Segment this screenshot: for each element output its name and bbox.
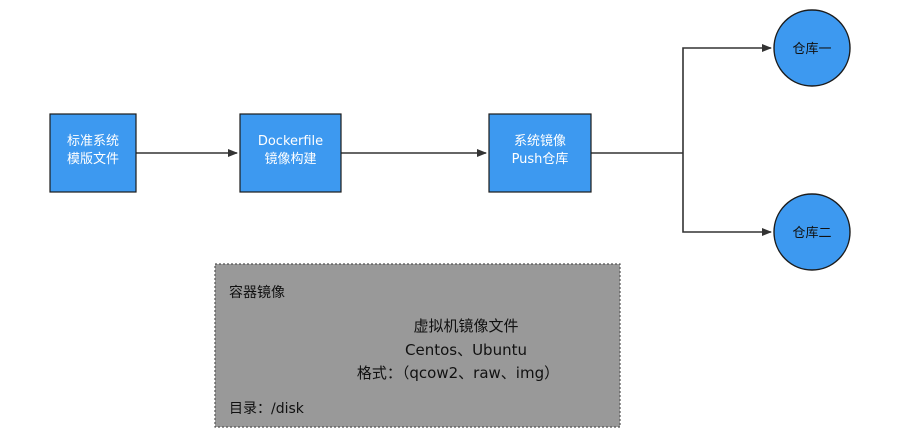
node-repository-2: 仓库二 <box>773 193 851 271</box>
node-standard-template-line1: 标准系统 <box>67 134 119 149</box>
node-standard-template-line2: 模版文件 <box>67 152 119 167</box>
node-repository-1-circle <box>773 9 851 87</box>
node-system-image-push-box <box>488 113 592 193</box>
arrow-split-to-repo1 <box>682 44 772 153</box>
node-system-image-push-line2: Push仓库 <box>512 151 569 167</box>
node-dockerfile-build-line1: Dockerfile <box>258 134 323 149</box>
node-repository-2-label: 仓库二 <box>792 225 831 241</box>
node-repository-1: 仓库一 <box>773 9 851 87</box>
node-standard-template: 标准系统 模版文件 <box>49 113 137 193</box>
panel-line-formats: 格式：（qcow2、raw、img） <box>357 364 559 382</box>
node-repository-2-circle <box>773 193 851 271</box>
node-dockerfile-build: Dockerfile 镜像构建 <box>239 113 342 193</box>
panel-line-os-list: Centos、Ubuntu <box>405 341 527 359</box>
node-system-image-push-line1: 系统镜像 <box>514 134 566 149</box>
container-image-panel-box <box>214 263 621 428</box>
node-repository-1-label: 仓库一 <box>792 41 831 57</box>
arrow-split-to-repo2 <box>682 153 772 236</box>
node-dockerfile-build-line2: 镜像构建 <box>264 152 316 167</box>
panel-footer-directory: 目录：/disk <box>229 401 305 417</box>
node-system-image-push: 系统镜像 Push仓库 <box>488 113 592 193</box>
node-standard-template-box <box>49 113 137 193</box>
panel-title: 容器镜像 <box>229 284 285 301</box>
container-image-panel: 容器镜像 虚拟机镜像文件 Centos、Ubuntu 格式：（qcow2、raw… <box>214 263 621 428</box>
panel-line-vm-image: 虚拟机镜像文件 <box>413 317 518 335</box>
node-dockerfile-build-box <box>239 113 342 193</box>
